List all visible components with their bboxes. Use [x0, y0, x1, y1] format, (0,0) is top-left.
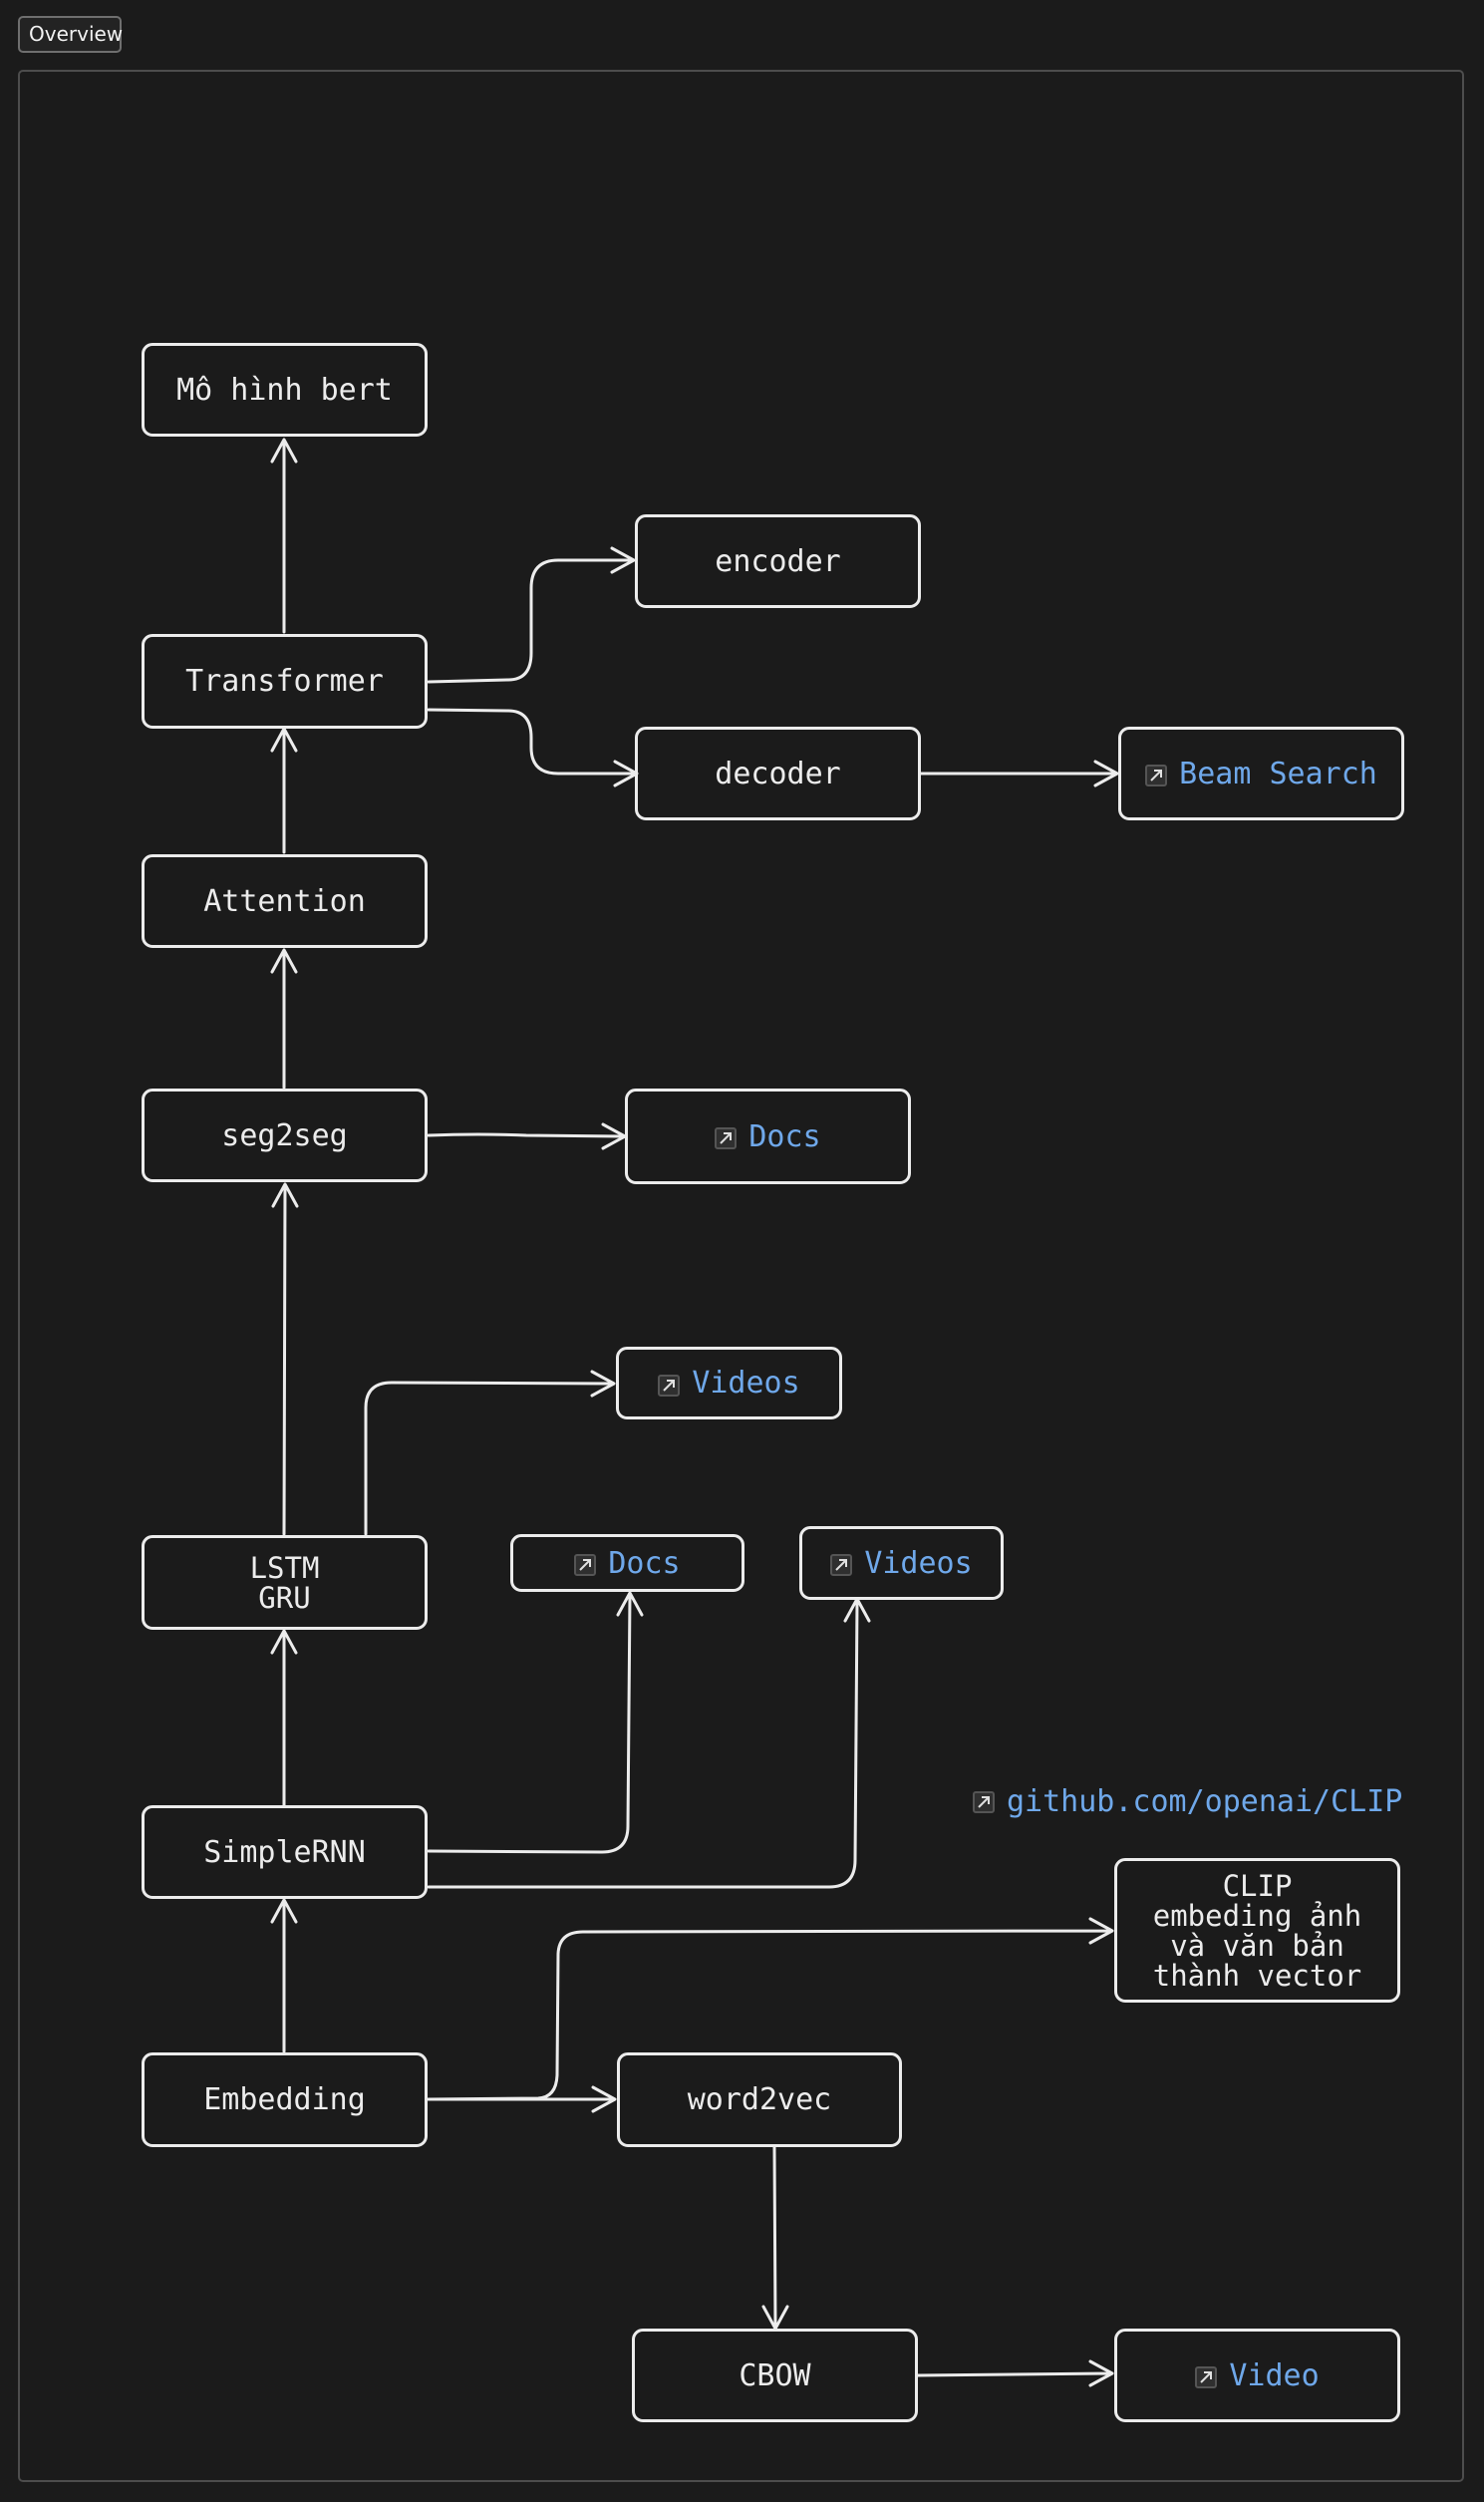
node-seg2seg[interactable]: seg2seg [142, 1089, 428, 1182]
node-videos-lstm-link[interactable]: Videos [616, 1347, 842, 1419]
docs-label: Docs [748, 1118, 821, 1154]
external-link-icon [574, 1554, 597, 1576]
arrow-lstm-seg2seg [271, 1182, 299, 1536]
arrow-decoder-beam [919, 760, 1119, 787]
github-clip-label: github.com/openai/CLIP [1007, 1784, 1403, 1819]
arrow-lstm-videos [364, 1370, 616, 1536]
node-word2vec[interactable]: word2vec [617, 2052, 902, 2147]
external-link-icon [830, 1554, 853, 1576]
docs-label: Docs [608, 1545, 681, 1581]
diagram-frame [18, 70, 1464, 2482]
arrow-seg2seg-attention [270, 948, 298, 1090]
node-cbow[interactable]: CBOW [632, 2329, 918, 2422]
node-decoder[interactable]: decoder [635, 727, 921, 820]
node-video-cbow-link[interactable]: Video [1114, 2329, 1400, 2422]
videos-label: Videos [692, 1366, 800, 1401]
external-link-icon [973, 1791, 995, 1813]
external-link-icon [715, 1127, 738, 1149]
node-videos-rnn-link[interactable]: Videos [799, 1526, 1004, 1600]
node-docs-seg2seg-link[interactable]: Docs [625, 1089, 911, 1184]
arrow-transformer-encoder [427, 546, 636, 684]
github-clip-link[interactable]: github.com/openai/CLIP [973, 1784, 1402, 1819]
arrow-embedding-rnn [270, 1898, 298, 2053]
external-link-icon [658, 1374, 681, 1397]
node-clip[interactable]: CLIP embeding ảnh và văn bản thành vecto… [1114, 1858, 1400, 2003]
video-label: Video [1229, 2357, 1320, 2393]
node-simple-rnn[interactable]: SimpleRNN [142, 1805, 428, 1899]
arrow-rnn-lstm [270, 1629, 298, 1807]
node-lstm-gru[interactable]: LSTM GRU [142, 1535, 428, 1630]
arrow-rnn-videos [427, 1597, 871, 1889]
arrow-rnn-docs [427, 1591, 644, 1854]
node-bert[interactable]: Mô hình bert [142, 343, 428, 437]
node-transformer[interactable]: Transformer [142, 634, 428, 729]
arrow-word2vec-cbow [761, 2144, 789, 2331]
external-link-icon [1195, 2366, 1218, 2388]
arrow-transformer-decoder [427, 708, 639, 787]
videos-label: Videos [864, 1545, 973, 1581]
node-embedding[interactable]: Embedding [142, 2052, 428, 2147]
node-beam-search-link[interactable]: Beam Search [1118, 727, 1404, 820]
arrow-embedding-clip [427, 1917, 1114, 2101]
arrow-cbow-video [916, 2359, 1114, 2387]
beam-search-label: Beam Search [1179, 756, 1377, 791]
arrow-transformer-bert [270, 438, 298, 634]
node-attention[interactable]: Attention [142, 854, 428, 948]
external-link-icon [1145, 765, 1168, 786]
overview-button[interactable]: Overview [18, 16, 123, 53]
arrow-seg2seg-docs [427, 1122, 627, 1150]
node-encoder[interactable]: encoder [635, 514, 921, 608]
node-docs-rnn-link[interactable]: Docs [510, 1534, 744, 1592]
arrow-attention-transformer [270, 727, 298, 854]
